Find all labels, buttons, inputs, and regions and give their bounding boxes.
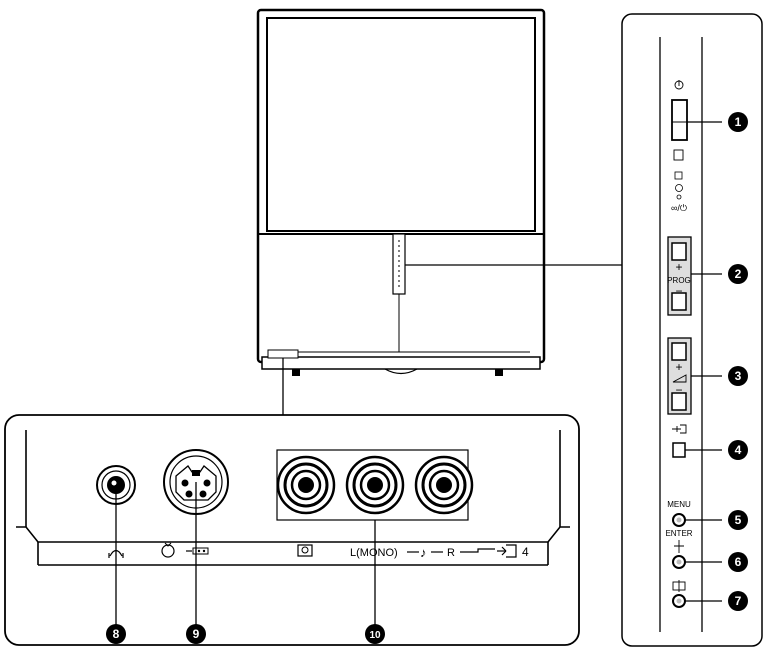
svg-text:9: 9: [193, 627, 200, 641]
front-connector-panel: L(MONO) ♪ R 4: [4, 414, 580, 646]
standby-indicator-icon: [674, 171, 683, 180]
led-indicator-icon: [676, 194, 682, 200]
svg-text:8: 8: [113, 627, 120, 641]
callout-4: 4: [728, 440, 748, 460]
callout-2: 2: [728, 264, 748, 284]
callout-3: 3: [728, 366, 748, 386]
callout-8: 8: [106, 624, 126, 644]
tv-foot-left: [292, 369, 300, 376]
svg-text:7: 7: [735, 594, 742, 608]
svg-text:5: 5: [735, 513, 742, 527]
volume-minus-button[interactable]: [671, 392, 687, 411]
power-button[interactable]: [671, 99, 688, 141]
audio-right-jack[interactable]: [414, 455, 474, 515]
menu-label: MENU: [667, 500, 691, 509]
music-note-icon: ♪: [420, 545, 427, 560]
input-select-icon: [497, 544, 517, 558]
volume-minus-label: −: [675, 383, 682, 397]
video-input-jack[interactable]: [276, 455, 336, 515]
volume-plus-label: +: [675, 360, 682, 374]
input-number-label: 4: [522, 545, 529, 559]
tv-foot-right: [495, 369, 503, 376]
prog-minus-label: −: [675, 284, 682, 298]
callout-6: 6: [728, 552, 748, 572]
svg-text:4: 4: [735, 443, 742, 457]
callout-7: 7: [728, 591, 748, 611]
callout-1: 1: [728, 112, 748, 132]
side-control-panel: ∞/⏻ + PROG − + − MENU ENTER: [621, 13, 763, 647]
prog-plus-label: +: [675, 260, 682, 274]
audio-left-mono-label: L(MONO): [350, 547, 398, 559]
svg-text:10: 10: [369, 630, 381, 641]
power-on-indicator-icon: [675, 184, 683, 192]
input-select-icon: [672, 424, 687, 434]
audio-left-jack[interactable]: [345, 455, 405, 515]
svg-text:3: 3: [735, 369, 742, 383]
front-flap-indicator: [267, 349, 299, 359]
callout-9: 9: [186, 624, 206, 644]
s-video-icon: [161, 542, 209, 558]
input-select-button[interactable]: [672, 442, 686, 458]
enter-label: ENTER: [665, 529, 692, 538]
audio-right-label: R: [447, 547, 455, 559]
callout-5: 5: [728, 510, 748, 530]
callout-10: 10: [365, 624, 385, 644]
svg-text:6: 6: [735, 555, 742, 569]
prog-label: PROG: [667, 276, 691, 285]
enter-cross-icon: [674, 540, 684, 553]
prog-plus-button[interactable]: [671, 242, 687, 261]
video-icon: [297, 544, 313, 557]
prog-minus-button[interactable]: [671, 292, 687, 311]
volume-plus-button[interactable]: [671, 342, 687, 361]
timer-indicator-label: ∞/⏻: [671, 203, 687, 213]
picture-mode-icon: [672, 580, 686, 592]
tv-set: [256, 8, 546, 376]
reset-indicator-icon: [673, 149, 684, 161]
svg-text:1: 1: [735, 115, 742, 129]
svg-text:2: 2: [735, 267, 742, 281]
volume-icon: [672, 374, 687, 383]
